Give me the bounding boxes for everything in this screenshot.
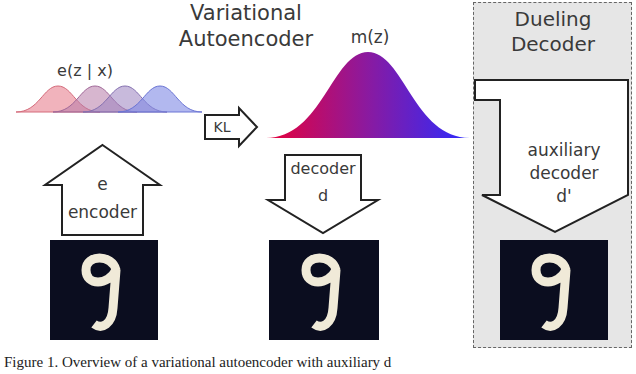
math-label: m(z) xyxy=(340,27,400,48)
decoder-arrow: decoderd xyxy=(268,155,378,233)
digit-stroke xyxy=(306,258,336,326)
digit-image xyxy=(50,240,158,340)
gaussian-curve xyxy=(118,86,202,112)
kl-arrow: KL xyxy=(205,108,257,146)
dueling-panel: Dueling Decoder auxiliary decoderd' xyxy=(473,2,632,348)
figure-caption: Figure 1. Overview of a variational auto… xyxy=(4,353,391,371)
arrow-shape xyxy=(205,108,257,146)
section-title: Variational Autoencoder xyxy=(166,0,326,52)
arrow-outline xyxy=(205,108,257,146)
text-area: Dueling Decoder xyxy=(498,5,608,59)
node-text: decoder xyxy=(285,155,361,182)
arrow-shape xyxy=(268,155,378,233)
digit-image xyxy=(500,240,608,340)
arrow-shape xyxy=(475,80,628,232)
panel-ground xyxy=(473,2,632,348)
node-text: encoder xyxy=(62,198,143,226)
prior-gaussian xyxy=(266,52,470,138)
node-text: d' xyxy=(514,185,614,208)
node-text: d xyxy=(285,182,361,209)
digit-image xyxy=(269,240,379,340)
digit-stroke xyxy=(536,258,566,326)
posterior-gaussians xyxy=(16,86,202,112)
text-area: KL xyxy=(205,115,239,139)
image-frame xyxy=(500,240,608,340)
arrow-shape xyxy=(45,145,160,235)
text-area: eencoder xyxy=(62,165,143,231)
text-area: auxiliary decoderd' xyxy=(514,137,614,209)
node-text: KL xyxy=(205,115,239,139)
auxiliary-decoder-arrow: auxiliary decoderd' xyxy=(475,80,629,233)
image-frame xyxy=(50,240,158,340)
image-frame xyxy=(269,240,379,340)
node-text: Dueling Decoder xyxy=(498,7,608,57)
text-area: decoderd xyxy=(285,155,361,209)
digit-stroke xyxy=(86,258,116,326)
node-text: e xyxy=(62,170,143,198)
math-label: e(z | x) xyxy=(40,61,130,81)
encoder-arrow: eencoder xyxy=(45,145,160,235)
node-text: auxiliary decoder xyxy=(514,139,614,185)
